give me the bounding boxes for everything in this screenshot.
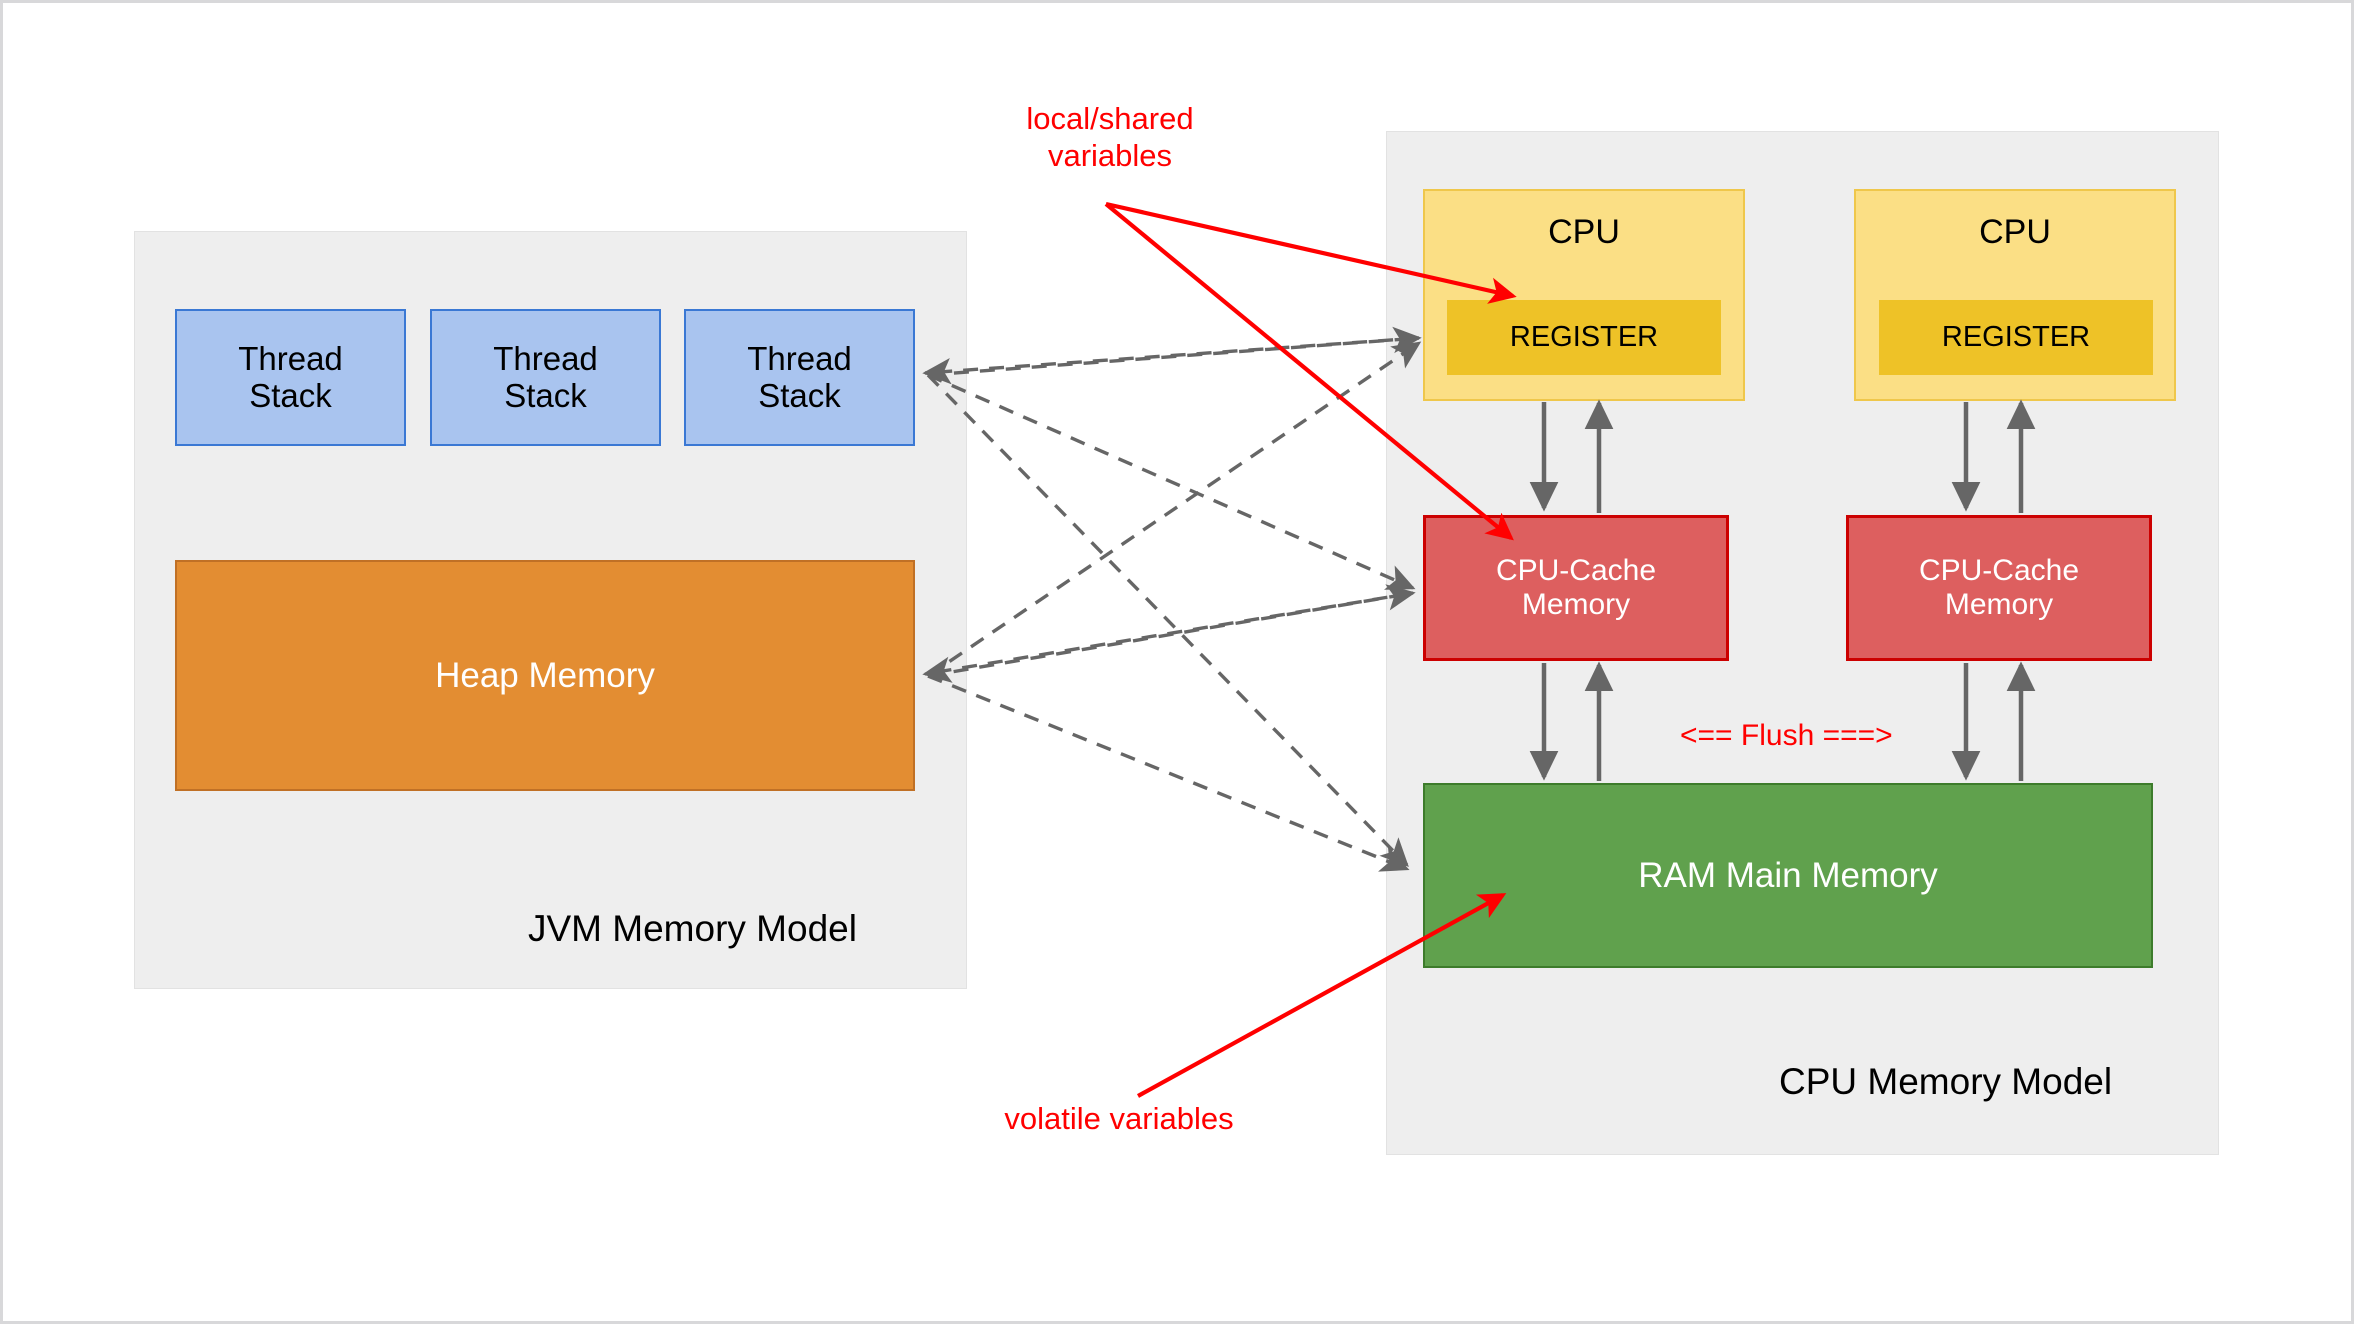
wire-register-to-threadstack	[922, 336, 1420, 385]
cpu-cache-label-2: CPU-Cache Memory	[1918, 554, 2080, 621]
register-box-2[interactable]: REGISTER	[1879, 300, 2153, 375]
heap-memory-box[interactable]: Heap Memory	[175, 560, 915, 791]
ram-main-memory-label: RAM Main Memory	[1638, 855, 1938, 895]
flush-label: <== Flush ===>	[1680, 719, 1893, 752]
wire-threadstack-to-cache	[927, 373, 1416, 590]
wire-heap-to-register	[927, 341, 1422, 678]
register-box-1[interactable]: REGISTER	[1447, 300, 1721, 375]
wire-heap-to-cache	[927, 584, 1416, 678]
wire-heap-to-ram	[927, 674, 1410, 872]
cpu-memory-model-label: CPU Memory Model	[1779, 1061, 2113, 1102]
wire-threadstack-to-ram	[926, 373, 1409, 867]
wire-threadstack-to-register	[927, 326, 1422, 377]
ram-main-memory-box[interactable]: RAM Main Memory	[1423, 783, 2153, 968]
volatile-variables-annotation: volatile variables	[1004, 1101, 1234, 1136]
thread-stack-box-1[interactable]: Thread Stack	[175, 309, 406, 446]
thread-stack-box-3[interactable]: Thread Stack	[684, 309, 915, 446]
cpu-title-2: CPU	[1979, 213, 2051, 251]
thread-stack-label-2: Thread Stack	[493, 339, 598, 414]
cpu-title-1: CPU	[1548, 213, 1620, 251]
wire-cache-to-heap	[922, 591, 1414, 683]
local-shared-variables-annotation: local/shared variables	[1026, 101, 1194, 173]
thread-stack-label-3: Thread Stack	[747, 339, 852, 414]
cpu-cache-box-1[interactable]: CPU-Cache Memory	[1423, 515, 1729, 661]
thread-stack-box-2[interactable]: Thread Stack	[430, 309, 661, 446]
cpu-cache-box-2[interactable]: CPU-Cache Memory	[1846, 515, 2152, 661]
cpu-cache-label-1: CPU-Cache Memory	[1495, 554, 1657, 621]
jvm-memory-model-label: JVM Memory Model	[528, 908, 857, 949]
register-label-1: REGISTER	[1509, 321, 1659, 354]
register-label-2: REGISTER	[1941, 321, 2091, 354]
thread-stack-label-1: Thread Stack	[238, 339, 343, 414]
heap-memory-label: Heap Memory	[435, 655, 655, 695]
